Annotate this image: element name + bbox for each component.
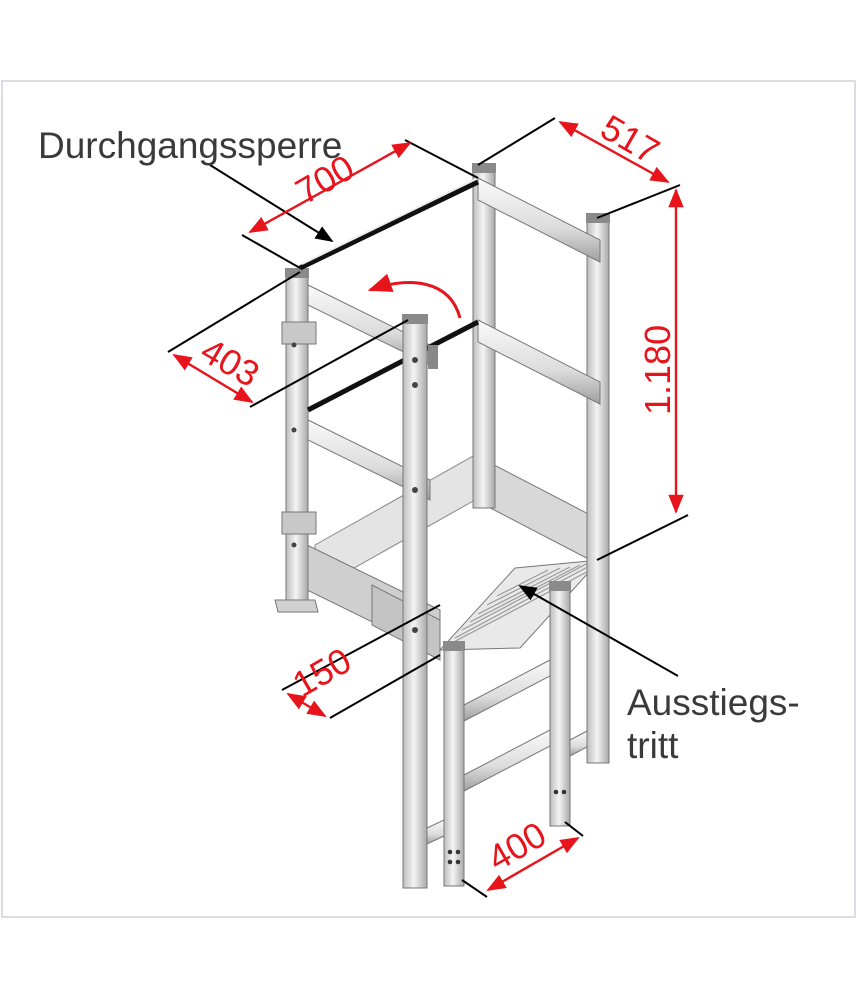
extension-lines [167, 117, 689, 898]
dimension-403: 403 [194, 329, 267, 395]
step-leader-arrow-icon [518, 585, 679, 677]
dimension-lines [172, 120, 684, 892]
swing-direction-arrow-icon [367, 273, 462, 319]
dimension-1180: 1.180 [637, 325, 678, 415]
label-ausstiegstritt-line2: tritt [627, 725, 679, 766]
dimension-517: 517 [594, 106, 667, 172]
ladder-structure [274, 163, 610, 889]
label-durchgangssperre: Durchgangssperre [38, 125, 342, 166]
label-ausstiegstritt-line1: Ausstiegs- [627, 682, 800, 723]
dimension-150: 150 [286, 639, 359, 705]
dimension-400: 400 [481, 813, 554, 879]
